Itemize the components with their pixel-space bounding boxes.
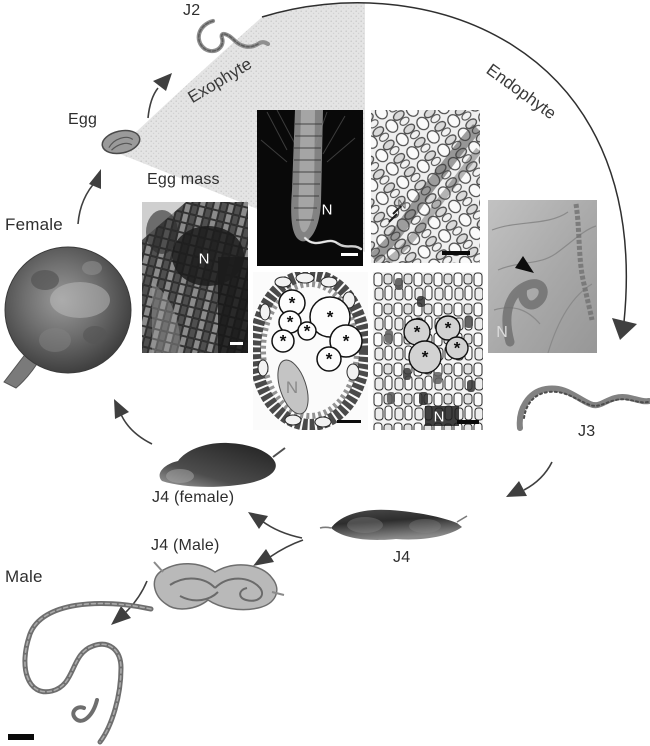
arrowhead-icon [153,73,172,91]
scale-bar [8,734,34,740]
arrowhead-icon [89,169,101,189]
arrow-j4-to-j4female [261,520,303,539]
giant-cell-marker: * [279,331,287,351]
giant-cell-marker: * [444,318,452,338]
scale-bar [337,420,361,423]
female-illustration [3,246,132,389]
j4-female-worm-illustration [159,442,286,487]
cycle-arc-endophyte [261,2,637,340]
arrow-j4-to-j4male [269,539,304,558]
nematode-marker: N [198,250,210,268]
j4-worm-illustration [319,509,468,540]
giant-cell-marker: * [326,307,334,327]
arrow-j3-to-j4 [523,461,553,491]
arrowhead-icon [111,606,131,625]
micrograph-dic-nematode: N [488,200,597,353]
micrograph-cortical-cells: N [371,110,480,263]
nematode-marker: N [496,324,508,341]
stage-label-j4: J4 [393,549,411,566]
scale-bar [230,342,243,345]
stage-label-female: Female [5,215,63,234]
arrow-j4female-to-female [119,411,153,445]
j4-male-worm-illustration [153,561,285,611]
j3-worm-illustration [516,385,650,431]
stage-label-j4-male: J4 (Male) [151,537,220,554]
pointer-arrowhead-icon [515,256,534,273]
micrograph-giant-cells-longitudinal: * * * * N [373,272,483,430]
giant-cell-marker: * [342,331,350,351]
arrowhead-icon [506,481,527,497]
stage-label-egg-mass: Egg mass [147,171,220,188]
micrograph-root-tip: N [257,110,363,266]
arrowhead-icon [114,399,129,419]
male-worm-illustration [22,600,154,745]
arrow-egg-to-j2 [147,87,159,119]
nematode-marker: N [433,408,445,426]
scale-bar [457,420,479,424]
arrowhead-icon [253,549,274,566]
giant-cell-marker: * [453,338,461,358]
stage-label-j4-female: J4 (female) [152,489,235,506]
scale-bar [341,253,358,256]
scale-bar [442,251,470,255]
stage-label-male: Male [5,567,43,586]
nematode-marker: N [397,196,407,212]
j2-worm-illustration [196,18,271,54]
stage-label-j2: J2 [183,2,201,19]
giant-cell-marker: * [421,347,429,367]
stage-label-j3: J3 [578,423,596,440]
micrograph-giant-cells-cross-section: * * * * * * * N [253,272,368,430]
arrow-j4male-to-male [125,580,148,613]
giant-cell-marker: * [325,349,333,369]
micrograph-egg-mass: N [142,202,248,353]
arrowheads [89,73,527,625]
arc-arrowhead-icon [612,318,637,340]
giant-cell-marker: * [413,322,421,342]
giant-cell-marker: * [288,293,296,313]
arrow-female-to-egg [77,179,98,225]
egg-illustration [101,129,141,155]
stage-label-egg: Egg [68,111,98,128]
nematode-marker: N [285,378,299,397]
giant-cell-marker: * [286,312,294,332]
nematode-marker: N [321,201,333,219]
arrowhead-icon [248,512,268,529]
giant-cell-marker: * [303,321,311,341]
